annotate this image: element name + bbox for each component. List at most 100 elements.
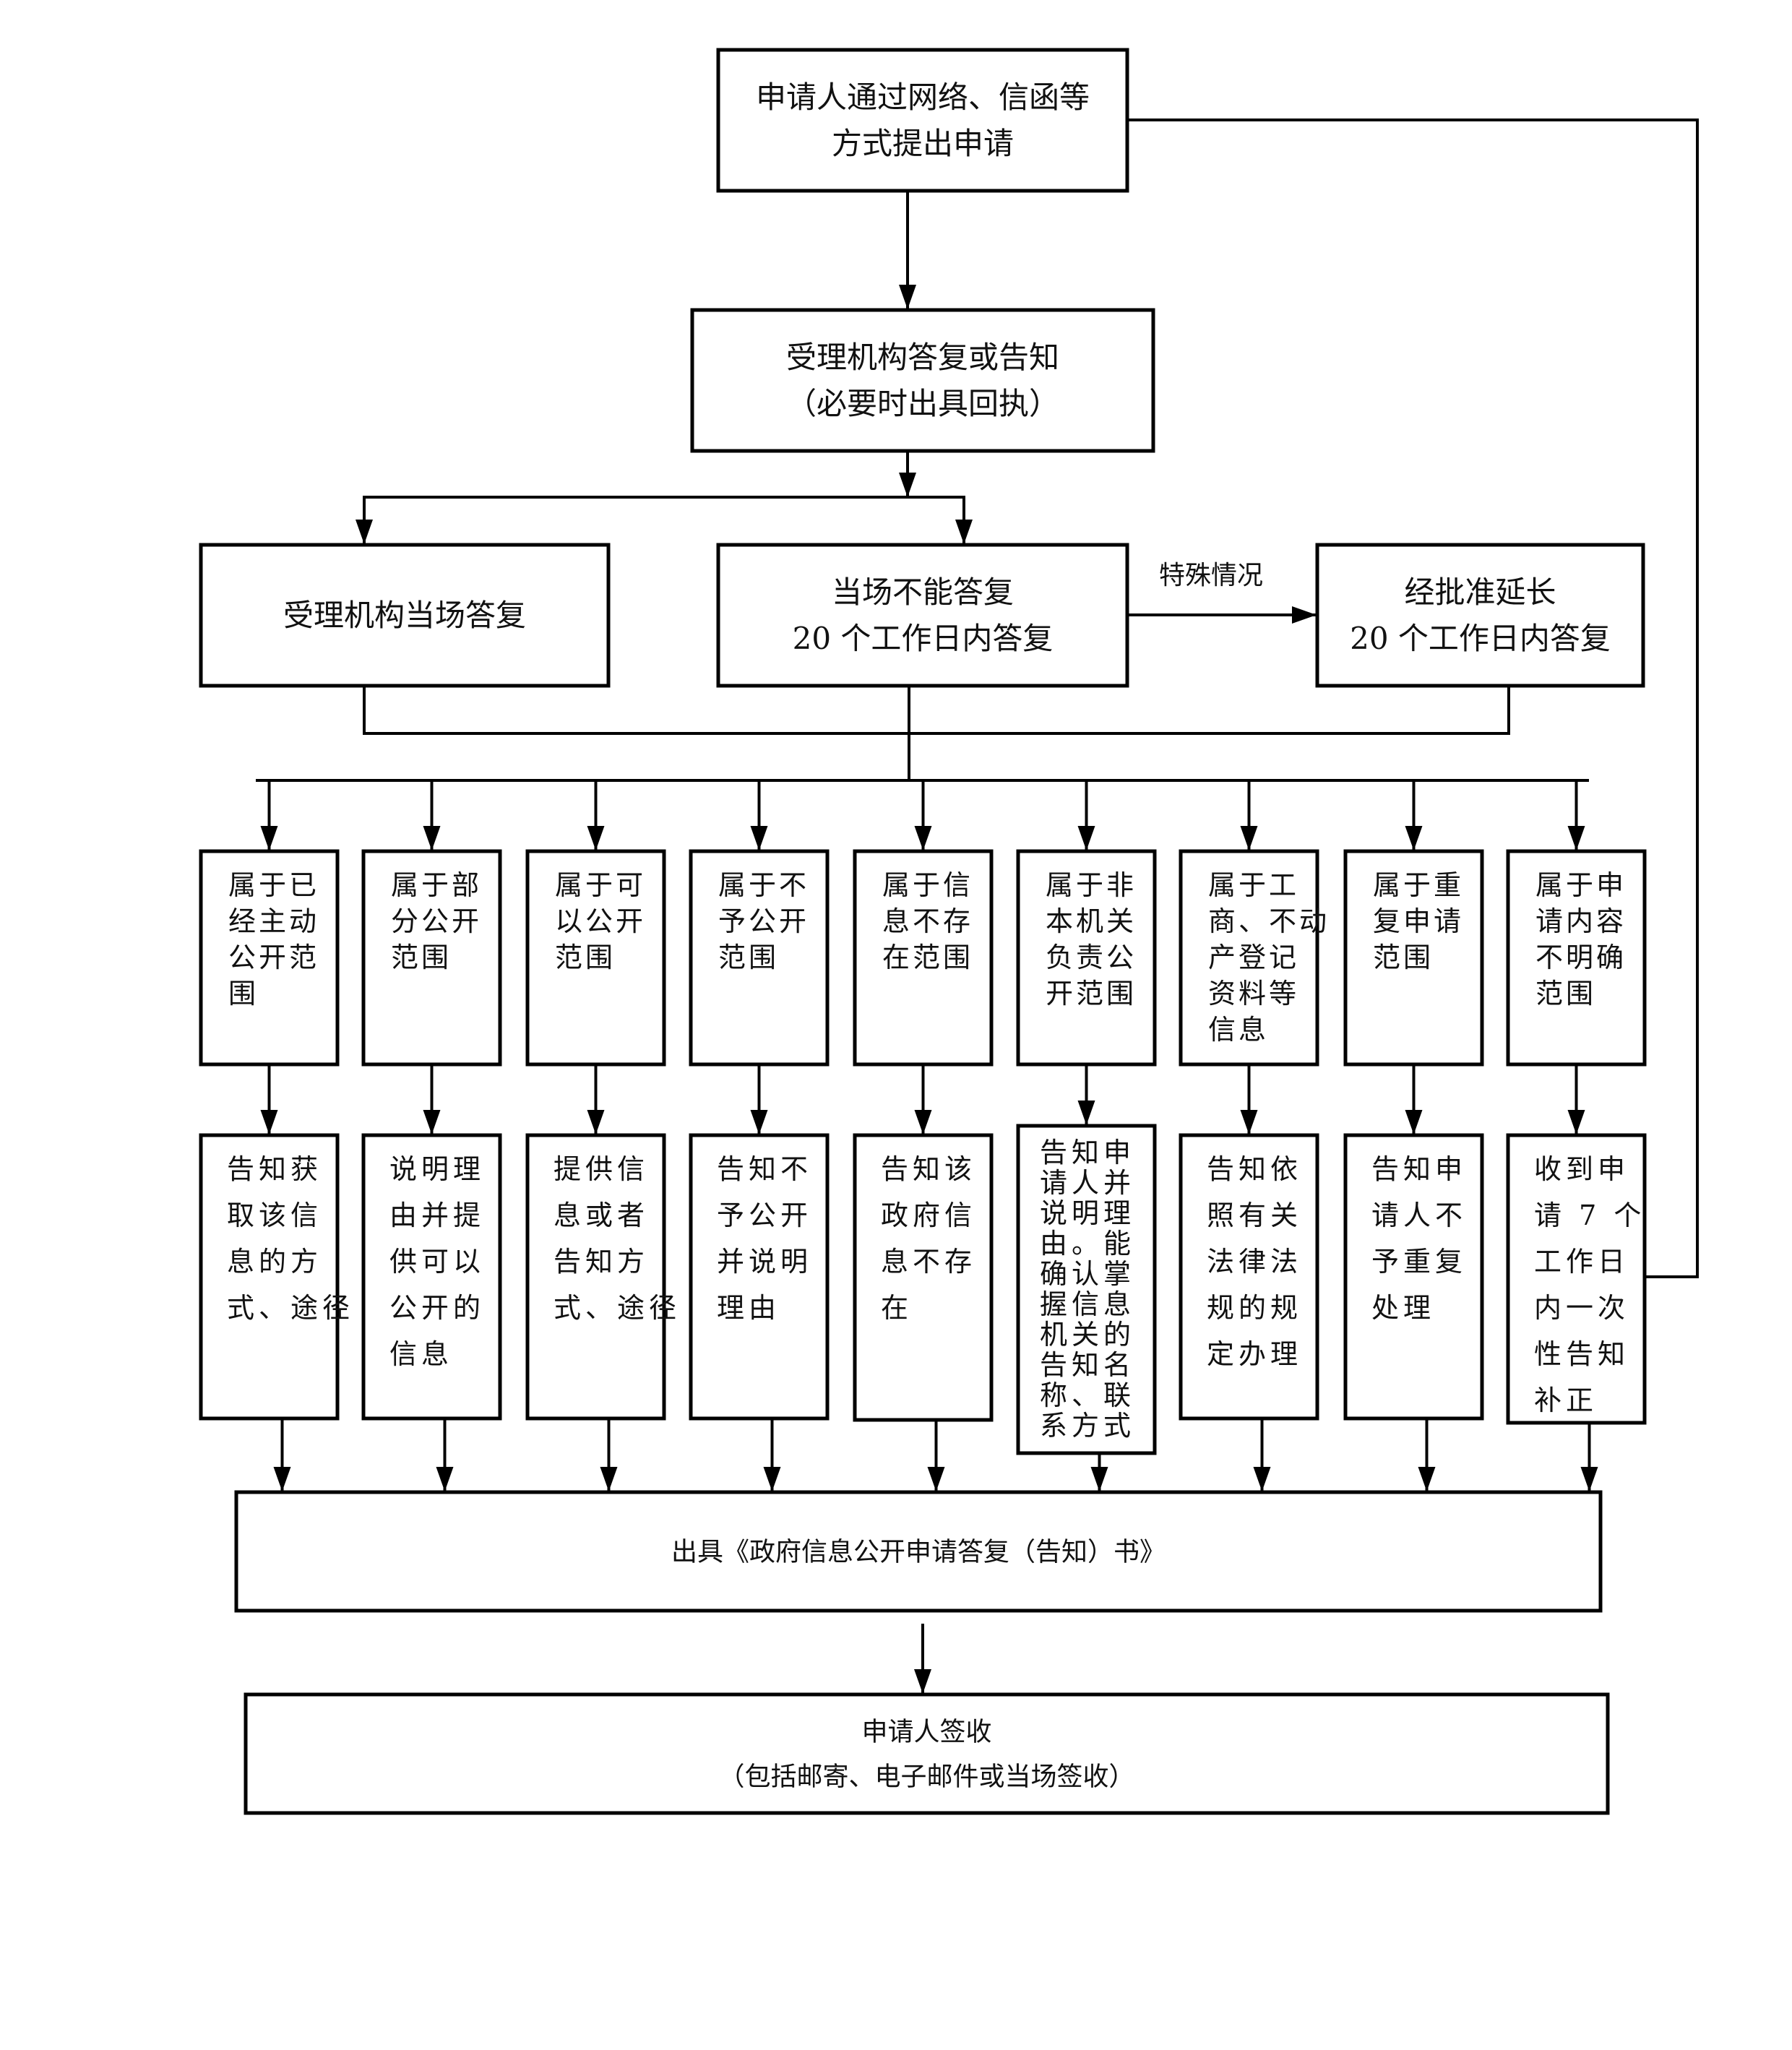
category-box-text-line: 属于可 — [555, 869, 646, 901]
category-box-text-line: 不明确 — [1535, 942, 1627, 973]
result-box-text-line: 告知名 — [1040, 1349, 1135, 1381]
arrow-down-icon — [1567, 826, 1585, 850]
arrow-down-icon — [356, 520, 373, 544]
category-box-text-line: 资料等 — [1208, 978, 1299, 1009]
result-box-frame — [1343, 1133, 1484, 1421]
category-box-text-line: 在范围 — [882, 942, 973, 973]
node-accept-text-line: （必要时出具回执） — [786, 386, 1059, 421]
node-sign-frame — [244, 1692, 1610, 1815]
result-box-text-line: 提供信 — [553, 1153, 649, 1185]
result-box-text-line: 由并提 — [389, 1200, 485, 1231]
arrow-down-icon — [1580, 1467, 1598, 1491]
category-box-frame — [361, 849, 502, 1067]
arrow-down-icon — [914, 826, 932, 850]
result-box-text-line: 收到申 — [1534, 1153, 1629, 1185]
result-box-text-line: 系方式 — [1040, 1410, 1135, 1442]
category-box-text-line: 请内容 — [1535, 905, 1627, 937]
arrow-down-icon — [600, 1467, 618, 1491]
result-box-text-line: 告知该 — [881, 1153, 976, 1185]
result-box-frame — [1016, 1124, 1157, 1455]
category-box-text-line: 负责公 — [1046, 942, 1137, 973]
node-sign-text-line: （包括邮寄、电子邮件或当场签收） — [718, 1762, 1134, 1792]
category-box-text-line: 商、不动 — [1208, 905, 1330, 937]
arrow-down-icon — [423, 1110, 441, 1134]
result-box-frame — [1179, 1133, 1319, 1421]
result-box-text-line: 告知获 — [227, 1153, 322, 1185]
edge-label-special-case: 特殊情况 — [1159, 561, 1263, 590]
node-accept-text-line: 受理机构答复或告知 — [786, 340, 1059, 375]
result-box-frame — [361, 1133, 502, 1421]
arrow-down-icon — [914, 1669, 931, 1694]
result-box-text-line: 信息 — [389, 1338, 453, 1370]
arrow-down-icon — [1090, 1467, 1108, 1491]
category-box-text-line: 范围 — [1535, 978, 1596, 1009]
result-box-text-line: 内一次 — [1534, 1292, 1629, 1324]
result-box-text-line: 告知不 — [717, 1153, 812, 1185]
category-box-text-line: 范围 — [555, 942, 616, 973]
category-box-text-line: 产登记 — [1208, 942, 1299, 973]
category-box-text-line: 属于重 — [1373, 869, 1464, 901]
result-box-frame — [853, 1133, 994, 1422]
connector-lines — [256, 119, 1699, 1694]
node-reply-onsite-frame — [199, 543, 611, 688]
result-box-text-line: 补正 — [1534, 1384, 1598, 1416]
result-box-text-line: 予公开 — [717, 1200, 812, 1231]
category-box-text-line: 予公开 — [718, 905, 809, 937]
category-box-text-line: 开范围 — [1046, 978, 1137, 1009]
node-apply-text-line: 方式提出申请 — [832, 126, 1014, 161]
arrow-down-icon — [260, 826, 278, 850]
node-apply-frame — [716, 48, 1129, 193]
node-apply-text-line: 申请人通过网络、信函等 — [756, 79, 1090, 115]
arrow-down-icon — [1418, 1467, 1436, 1491]
node-issue-letter-text-line: 出具《政府信息公开申请答复（告知）书》 — [671, 1538, 1166, 1567]
category-box-text-line: 范围 — [718, 942, 779, 973]
arrow-down-icon — [260, 1110, 278, 1134]
arrow-down-icon — [899, 473, 916, 497]
result-box-text-line: 由。能 — [1040, 1228, 1135, 1259]
result-box-text-line: 告知申 — [1371, 1153, 1467, 1185]
result-box-text-line: 并说明 — [717, 1246, 812, 1278]
result-box-frame — [199, 1133, 340, 1421]
category-box-frame — [853, 849, 994, 1067]
category-box-frame — [689, 849, 830, 1067]
arrow-down-icon — [914, 1110, 932, 1134]
arrow-down-icon — [436, 1467, 454, 1491]
node-issue-letter-frame — [234, 1490, 1603, 1613]
edge-apply-feedback-right — [1127, 119, 1699, 1278]
result-box-text-line: 确认掌 — [1040, 1258, 1135, 1290]
result-box-text-line: 机关的 — [1040, 1319, 1135, 1351]
node-reply-onsite: 受理机构当场答复 — [199, 543, 611, 688]
arrow-down-icon — [899, 285, 916, 309]
category-box-text-line: 属于部 — [391, 869, 482, 901]
category-box-text-line: 复申请 — [1373, 905, 1464, 937]
category-box-text-line: 属于信 — [882, 869, 973, 901]
result-box-text-line: 予重复 — [1371, 1246, 1467, 1278]
arrow-down-icon — [273, 1467, 291, 1491]
category-box-text-line: 本机关 — [1046, 905, 1137, 937]
category-box-text-line: 属于已 — [228, 869, 319, 901]
arrow-down-icon — [423, 826, 441, 850]
category-box-text-line: 经主动 — [228, 905, 319, 937]
arrow-down-icon — [763, 1467, 781, 1491]
arrow-down-icon — [750, 826, 768, 850]
result-box-text-line: 告知依 — [1207, 1153, 1302, 1185]
node-extend-text-line: 20 个工作日内答复 — [1350, 621, 1611, 656]
arrow-down-icon — [587, 826, 605, 850]
node-reply-20days-text-line: 当场不能答复 — [832, 574, 1014, 610]
arrow-down-icon — [1077, 826, 1095, 850]
